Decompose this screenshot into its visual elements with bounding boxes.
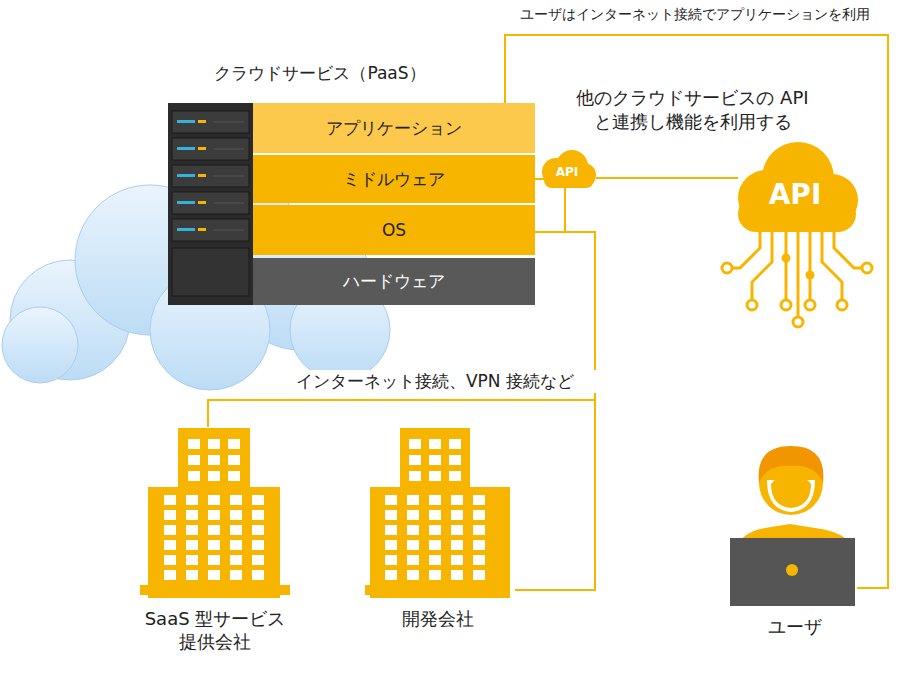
connector-line: [596, 177, 738, 179]
layer-node: ミドルウェア: [253, 155, 535, 203]
connector-line: [208, 232, 595, 427]
badge-node: API: [536, 148, 598, 190]
node-label: ユーザ: [715, 615, 875, 639]
node-label: SaaS 型サービス 提供会社: [120, 607, 310, 654]
edge-label: ユーザはインターネット接続でアプリケーションを利用: [495, 5, 895, 24]
layer-node: アプリケーション: [253, 103, 535, 153]
node-label: ハードウェア: [343, 270, 445, 293]
edge-label: 他のクラウドサービスの API と連携し機能を利用する: [560, 86, 825, 135]
building-node: SaaS 型サービス 提供会社: [120, 425, 310, 660]
office-building: [345, 425, 530, 600]
circuit-lines: [722, 232, 872, 327]
node-label: アプリケーション: [326, 117, 462, 140]
node-label: 開発会社: [345, 607, 530, 630]
node-label: API: [769, 178, 822, 211]
edge-label: インターネット接続、VPN 接続など: [270, 370, 600, 393]
user-node: ユーザ: [715, 438, 875, 643]
node-label: OS: [382, 220, 406, 240]
connector-line: [505, 35, 888, 588]
building-node: 開発会社: [345, 425, 530, 640]
office-building: [120, 425, 310, 600]
stack-node: クラウドサービス（PaaS） アプリケーションミドルウェア OS ハードウェア: [168, 60, 535, 305]
layer-node: ハードウェア: [253, 258, 535, 305]
cloud-node: API: [728, 140, 862, 234]
server-rack: [168, 103, 253, 305]
node-label: ミドルウェア: [343, 168, 445, 191]
node-label: クラウドサービス（PaaS）: [168, 62, 472, 85]
node-label: API: [556, 165, 579, 179]
layer-node: OS: [253, 205, 535, 255]
user-at-laptop: [715, 438, 875, 608]
